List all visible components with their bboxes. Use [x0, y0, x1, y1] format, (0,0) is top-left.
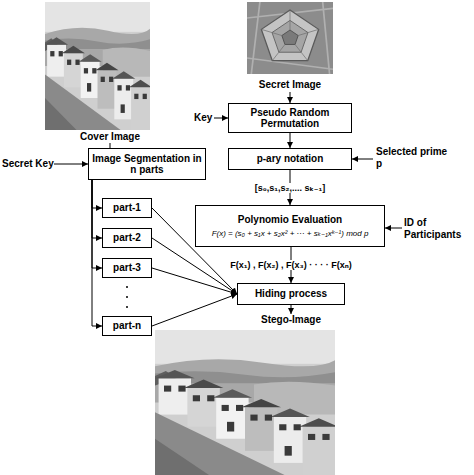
image-caption: Secret Image — [240, 79, 340, 91]
input-label: Key — [194, 112, 214, 124]
connector-arrow — [152, 238, 237, 294]
cover-photo — [45, 2, 152, 130]
box-text: Pseudo Random Permutation — [232, 107, 348, 130]
connector-arrow — [152, 294, 237, 326]
connector-arrow — [152, 268, 237, 294]
connector-arrow — [92, 180, 102, 208]
box-text: part-1 — [113, 202, 141, 214]
connector-arrow — [92, 180, 102, 326]
connector-arrow — [92, 180, 102, 238]
part-box: part-3 — [102, 258, 152, 278]
input-label: Secret Key — [2, 158, 54, 170]
process-box: Pseudo Random Permutation — [228, 103, 352, 133]
secret-photo — [247, 2, 333, 74]
part-box: part-n — [102, 316, 152, 336]
box-text: part-n — [113, 320, 141, 332]
leader-arrow — [214, 118, 228, 119]
ellipsis-dot — [126, 286, 128, 288]
process-box: Image Segmentation in n parts — [88, 148, 206, 180]
box-text: part-2 — [113, 232, 141, 244]
input-label: ID of Participants — [404, 217, 470, 241]
stego-photo — [155, 330, 339, 475]
image-caption: Cover Image — [60, 131, 160, 143]
part-box: part-2 — [102, 228, 152, 248]
leader-arrow — [290, 92, 291, 103]
box-text: Image Segmentation in n parts — [92, 153, 202, 176]
box-text: p-ary notation — [257, 153, 324, 165]
box-text: Polynomio Evaluation — [238, 214, 342, 226]
leader-arrow — [385, 228, 402, 229]
leader-arrow — [54, 164, 88, 165]
part-box: part-1 — [102, 198, 152, 218]
process-box: Polynomio EvaluationF(x) = (s₀ + s₁x + s… — [195, 205, 385, 247]
connector-arrow — [92, 180, 102, 268]
process-box: p-ary notation — [228, 148, 352, 170]
box-text: part-3 — [113, 262, 141, 274]
box-text: Hiding process — [255, 288, 327, 300]
input-label: Selected prime p — [376, 146, 448, 170]
connector-arrow — [290, 133, 291, 148]
image-caption: Stego-Image — [241, 314, 341, 326]
edge-label: [s₀,s₁,s₂,.... sₖ₋₁] — [253, 183, 328, 193]
edge-label: F(x₁) , F(x₂) , F(x₃) · · · · F(xₙ) — [228, 260, 353, 270]
leader-arrow — [291, 305, 292, 314]
connector-arrow — [152, 208, 237, 294]
ellipsis-dot — [126, 296, 128, 298]
leader-arrow — [352, 159, 373, 160]
formula-text: F(x) = (s₀ + s₁x + s₂x² + ··· + sₖ₋₁xᵏ⁻¹… — [212, 229, 369, 238]
ellipsis-dot — [126, 306, 128, 308]
process-box: Hiding process — [237, 283, 345, 305]
